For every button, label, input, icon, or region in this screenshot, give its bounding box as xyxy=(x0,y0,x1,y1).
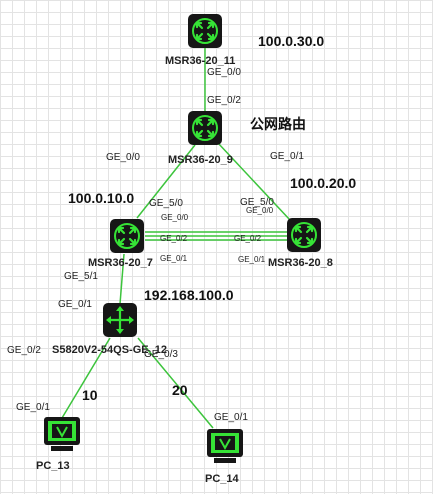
device-label-msr11: MSR36-20_11 xyxy=(165,55,235,67)
link-msr9-msr8 xyxy=(217,142,291,221)
port-label: GE_0/2 xyxy=(234,234,262,243)
public-routing-label: 公网路由 xyxy=(250,116,306,132)
port-label: GE_0/3 xyxy=(144,349,178,360)
link-msr7-switch xyxy=(119,253,125,305)
port-label: GE_0/1 xyxy=(58,299,92,310)
port-label: GE_0/0 xyxy=(246,206,274,215)
port-label: GE_0/0 xyxy=(207,67,241,78)
port-label: GE_0/1 xyxy=(160,254,188,263)
router-icon[interactable] xyxy=(186,109,224,147)
port-label: GE_0/1 xyxy=(270,151,304,162)
port-label: GE_0/1 xyxy=(238,255,266,264)
port-label: GE_0/2 xyxy=(207,95,241,106)
device-label-msr9: MSR36-20_9 xyxy=(168,154,233,166)
router-icon[interactable] xyxy=(108,217,146,255)
vlan-label-10: 10 xyxy=(82,387,98,403)
port-label: GE_0/1 xyxy=(214,412,248,423)
device-label-pc14: PC_14 xyxy=(205,473,240,485)
port-label: GE_5/0 xyxy=(240,197,274,208)
port-label: GE_0/0 xyxy=(161,213,189,222)
port-label: GE_0/2 xyxy=(160,234,188,243)
device-label-msr7: MSR36-20_7 xyxy=(88,257,153,269)
link-switch-pc13 xyxy=(61,337,111,419)
port-label: GE_0/2 xyxy=(7,345,41,356)
pc-icon[interactable] xyxy=(43,416,81,452)
vlan-label-20: 20 xyxy=(172,382,188,398)
link-switch-pc14 xyxy=(137,337,214,429)
port-label: GE_0/1 xyxy=(16,402,50,413)
router-icon[interactable] xyxy=(186,12,224,50)
port-label: GE_5/1 xyxy=(64,271,98,282)
port-label: GE_0/0 xyxy=(106,152,140,163)
device-label-msr8: MSR36-20_8 xyxy=(268,257,333,269)
network-label-100-0-30: 100.0.30.0 xyxy=(258,33,324,49)
network-label-100-0-10: 100.0.10.0 xyxy=(68,190,134,206)
network-label-100-0-20: 100.0.20.0 xyxy=(290,175,356,191)
device-label-pc13: PC_13 xyxy=(36,460,70,472)
pc-icon[interactable] xyxy=(206,428,244,464)
device-label-switch: S5820V2-54QS-GE_12 xyxy=(52,344,167,356)
links xyxy=(61,48,291,429)
port-label: GE_5/0 xyxy=(149,198,183,209)
switch-icon[interactable] xyxy=(101,301,139,339)
network-label-192-168-100: 192.168.100.0 xyxy=(144,287,234,303)
link-msr9-msr7 xyxy=(136,144,196,219)
router-icon[interactable] xyxy=(285,216,323,254)
